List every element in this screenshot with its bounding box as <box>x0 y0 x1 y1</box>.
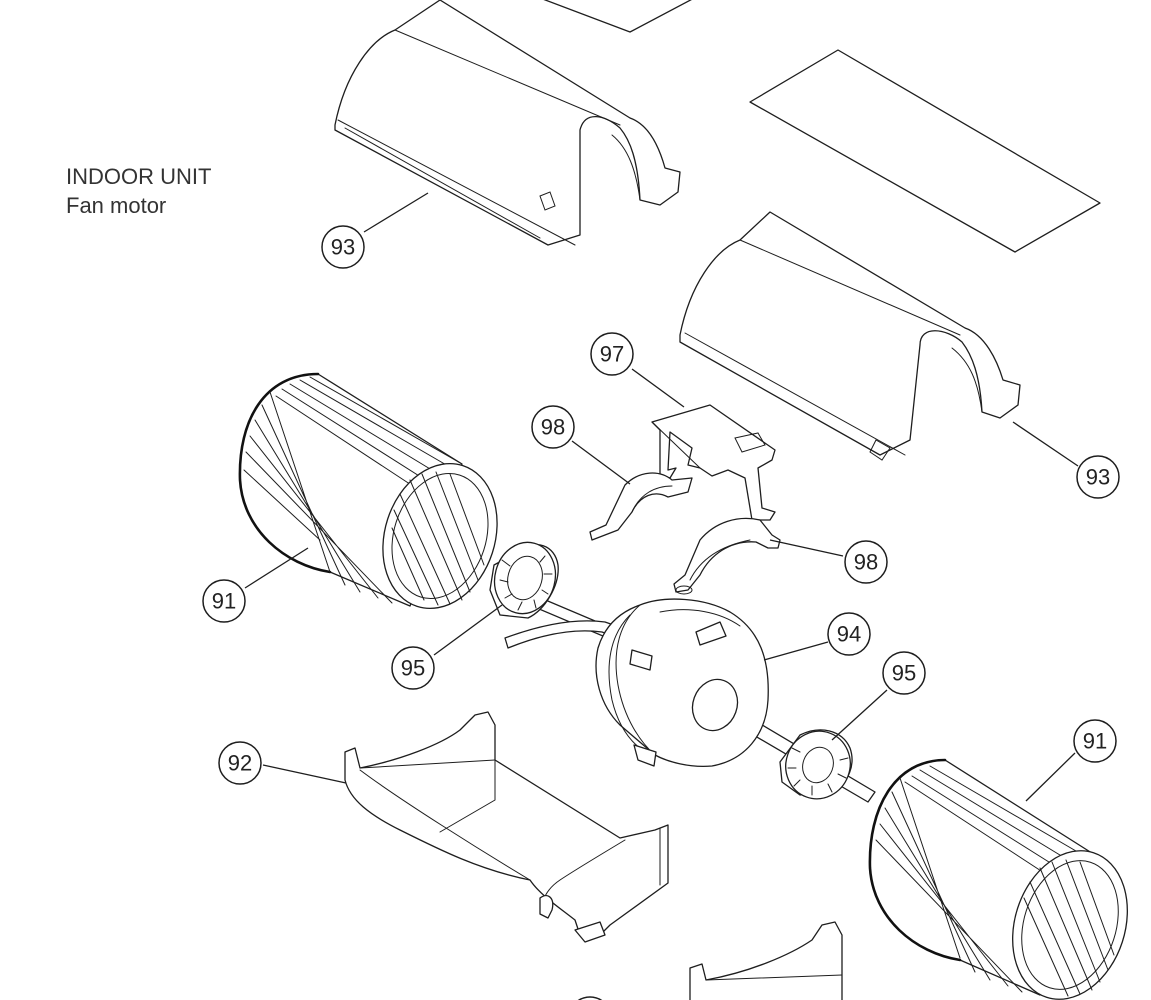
callout-label: 93 <box>331 235 355 260</box>
caption-line-fan-motor: Fan motor <box>66 193 167 218</box>
callout-label: 94 <box>837 622 861 647</box>
callout-98-upper: 98 <box>531 405 575 449</box>
callout-label: 97 <box>600 342 624 367</box>
filter-pad-right <box>749 49 1101 253</box>
caption-line-indoor-unit: INDOOR UNIT <box>66 164 212 189</box>
motor-bracket <box>651 404 776 521</box>
fan-motor-body <box>595 598 769 768</box>
bearing-ring-left <box>489 541 559 619</box>
fan-casing-upper-right <box>679 211 1021 461</box>
filter-pad-top <box>543 0 692 33</box>
callout-label: 93 <box>1086 465 1110 490</box>
diagram-caption: INDOOR UNIT Fan motor <box>66 162 211 220</box>
callout-92: 92 <box>218 741 262 785</box>
fan-wheel-right <box>868 758 1128 1000</box>
callout-91-left: 91 <box>202 579 246 623</box>
partial-callout <box>577 996 603 1000</box>
leader-lines <box>244 192 1079 802</box>
callout-label: 98 <box>854 550 878 575</box>
callout-95-left: 95 <box>391 646 435 690</box>
callout-93-upper-left: 93 <box>321 225 365 269</box>
callout-93-upper-right: 93 <box>1076 455 1120 499</box>
fan-wheel-left <box>238 372 498 610</box>
fan-casing-upper-left <box>334 0 681 246</box>
callout-94: 94 <box>827 612 871 656</box>
callout-label: 95 <box>401 656 425 681</box>
callout-95-right: 95 <box>882 651 926 695</box>
callout-label: 91 <box>212 589 236 614</box>
callout-97: 97 <box>590 332 634 376</box>
callout-label: 92 <box>228 751 252 776</box>
callout-91-right: 91 <box>1073 719 1117 763</box>
motor-clamp-lower <box>673 517 781 595</box>
callout-label: 98 <box>541 415 565 440</box>
fan-casing-lower-right-partial <box>689 921 843 1000</box>
callout-label: 95 <box>892 661 916 686</box>
bearing-ring-right <box>779 729 853 800</box>
callout-label: 91 <box>1083 729 1107 754</box>
fan-casing-lower-left <box>344 711 669 943</box>
callout-98-lower: 98 <box>844 540 888 584</box>
motor-clamp-upper <box>589 472 693 541</box>
